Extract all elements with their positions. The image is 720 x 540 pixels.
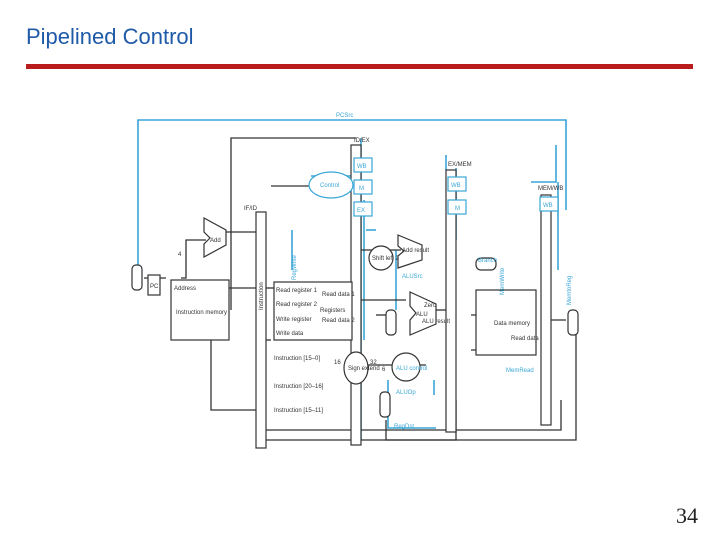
branch-gate — [475, 257, 497, 271]
alu-control — [391, 352, 421, 382]
control-label: Control — [320, 183, 339, 189]
m-label-1: M — [359, 186, 364, 192]
alu-control-label: ALU control — [396, 366, 427, 372]
instruction-label: Instruction — [259, 282, 265, 310]
mux-pc — [131, 264, 143, 291]
pc-label: PC — [150, 284, 159, 290]
six-label: 6 — [382, 367, 386, 373]
instruction-memory — [170, 279, 230, 341]
write-data-label: Write data — [276, 331, 304, 337]
instr-20-16-label: Instruction [20–16] — [274, 384, 324, 390]
if-id-register — [255, 211, 267, 449]
instr-15-11-label: Instruction [15–11] — [274, 408, 323, 414]
pipeline-control-diagram: PCSrc ID/EX EX/MEM MEM/WB IF/ID Control … — [131, 113, 579, 449]
mem-wb-wb — [539, 196, 559, 212]
m-label-2: M — [455, 206, 460, 212]
adder-if — [203, 216, 227, 259]
page-number: 34 — [676, 503, 698, 528]
add-result-label: Add result — [402, 248, 429, 254]
add-label: Add — [210, 238, 221, 244]
ex-mem-label: EX/MEM — [448, 162, 472, 168]
regwrite-label: RegWrite — [292, 254, 298, 280]
ex-mem-wb — [447, 176, 467, 192]
shift-left-2-label: Shift left 2 — [372, 256, 399, 262]
read-data-1-label: Read data 1 — [322, 292, 355, 298]
ex-mem-m — [447, 199, 467, 215]
alu-result-label: ALU result — [422, 319, 450, 325]
zero-label: Zero — [424, 303, 437, 309]
sign-extend-label: Sign extend — [348, 366, 380, 372]
ex-label: EX — [357, 208, 365, 214]
data-memory — [475, 289, 537, 356]
write-register-label: Write register — [276, 317, 312, 323]
mem-wb-register — [540, 194, 552, 426]
id-ex-ex — [353, 201, 373, 217]
adder-ex — [397, 234, 423, 269]
branch-label: Branch — [478, 258, 497, 264]
registers-label: Registers — [320, 308, 345, 314]
instr-15-0-label: Instruction [15–0] — [274, 356, 320, 362]
memtoreg-label: MemtoReg — [567, 276, 573, 305]
memread-label: MemRead — [506, 368, 534, 374]
mux-alusrc — [385, 309, 397, 336]
read-data-2-label: Read data 2 — [322, 318, 355, 324]
bits-16-label: 16 — [334, 360, 341, 366]
control-unit — [308, 171, 354, 199]
id-ex-label: ID/EX — [354, 138, 370, 144]
pc-register — [147, 274, 161, 296]
id-ex-m — [353, 179, 373, 195]
if-id-label: IF/ID — [244, 206, 258, 212]
register-file — [273, 281, 353, 341]
read-data-label: Read data — [511, 336, 539, 342]
wb-label-1: WB — [357, 164, 367, 170]
control-fields — [308, 157, 559, 217]
id-ex-wb — [353, 157, 373, 173]
slide-title: Pipelined Control — [26, 24, 194, 49]
four-label: 4 — [178, 252, 182, 258]
pcsrc-label: PCSrc — [336, 113, 353, 119]
aluop-label: ALUOp — [396, 390, 416, 396]
title-rule — [26, 64, 693, 69]
shift-left-2 — [368, 245, 394, 271]
data-memory-label: Data memory — [494, 321, 530, 327]
instruction-memory-label: Instruction memory — [176, 310, 227, 316]
read-register-2-label: Read register 2 — [276, 302, 318, 308]
wb-label-2: WB — [451, 183, 461, 189]
alu — [409, 291, 437, 336]
pipeline-registers — [255, 144, 552, 449]
mux-memtoreg — [567, 309, 579, 336]
mux-regdst — [379, 391, 391, 418]
bits-32-label: 32 — [370, 360, 377, 366]
wb-label-3: WB — [543, 203, 553, 209]
datapath-components — [131, 216, 579, 418]
read-register-1-label: Read register 1 — [276, 288, 318, 294]
address-label: Address — [174, 286, 196, 292]
sign-extend-unit — [343, 351, 369, 385]
regdst-label: RegDst — [394, 424, 414, 430]
ex-mem-register — [445, 169, 457, 433]
alu-label: ALU — [416, 312, 428, 318]
memwrite-label: MemWrite — [500, 267, 506, 295]
mem-wb-label: MEM/WB — [538, 186, 563, 192]
alusrc-label: ALUSrc — [402, 274, 423, 280]
